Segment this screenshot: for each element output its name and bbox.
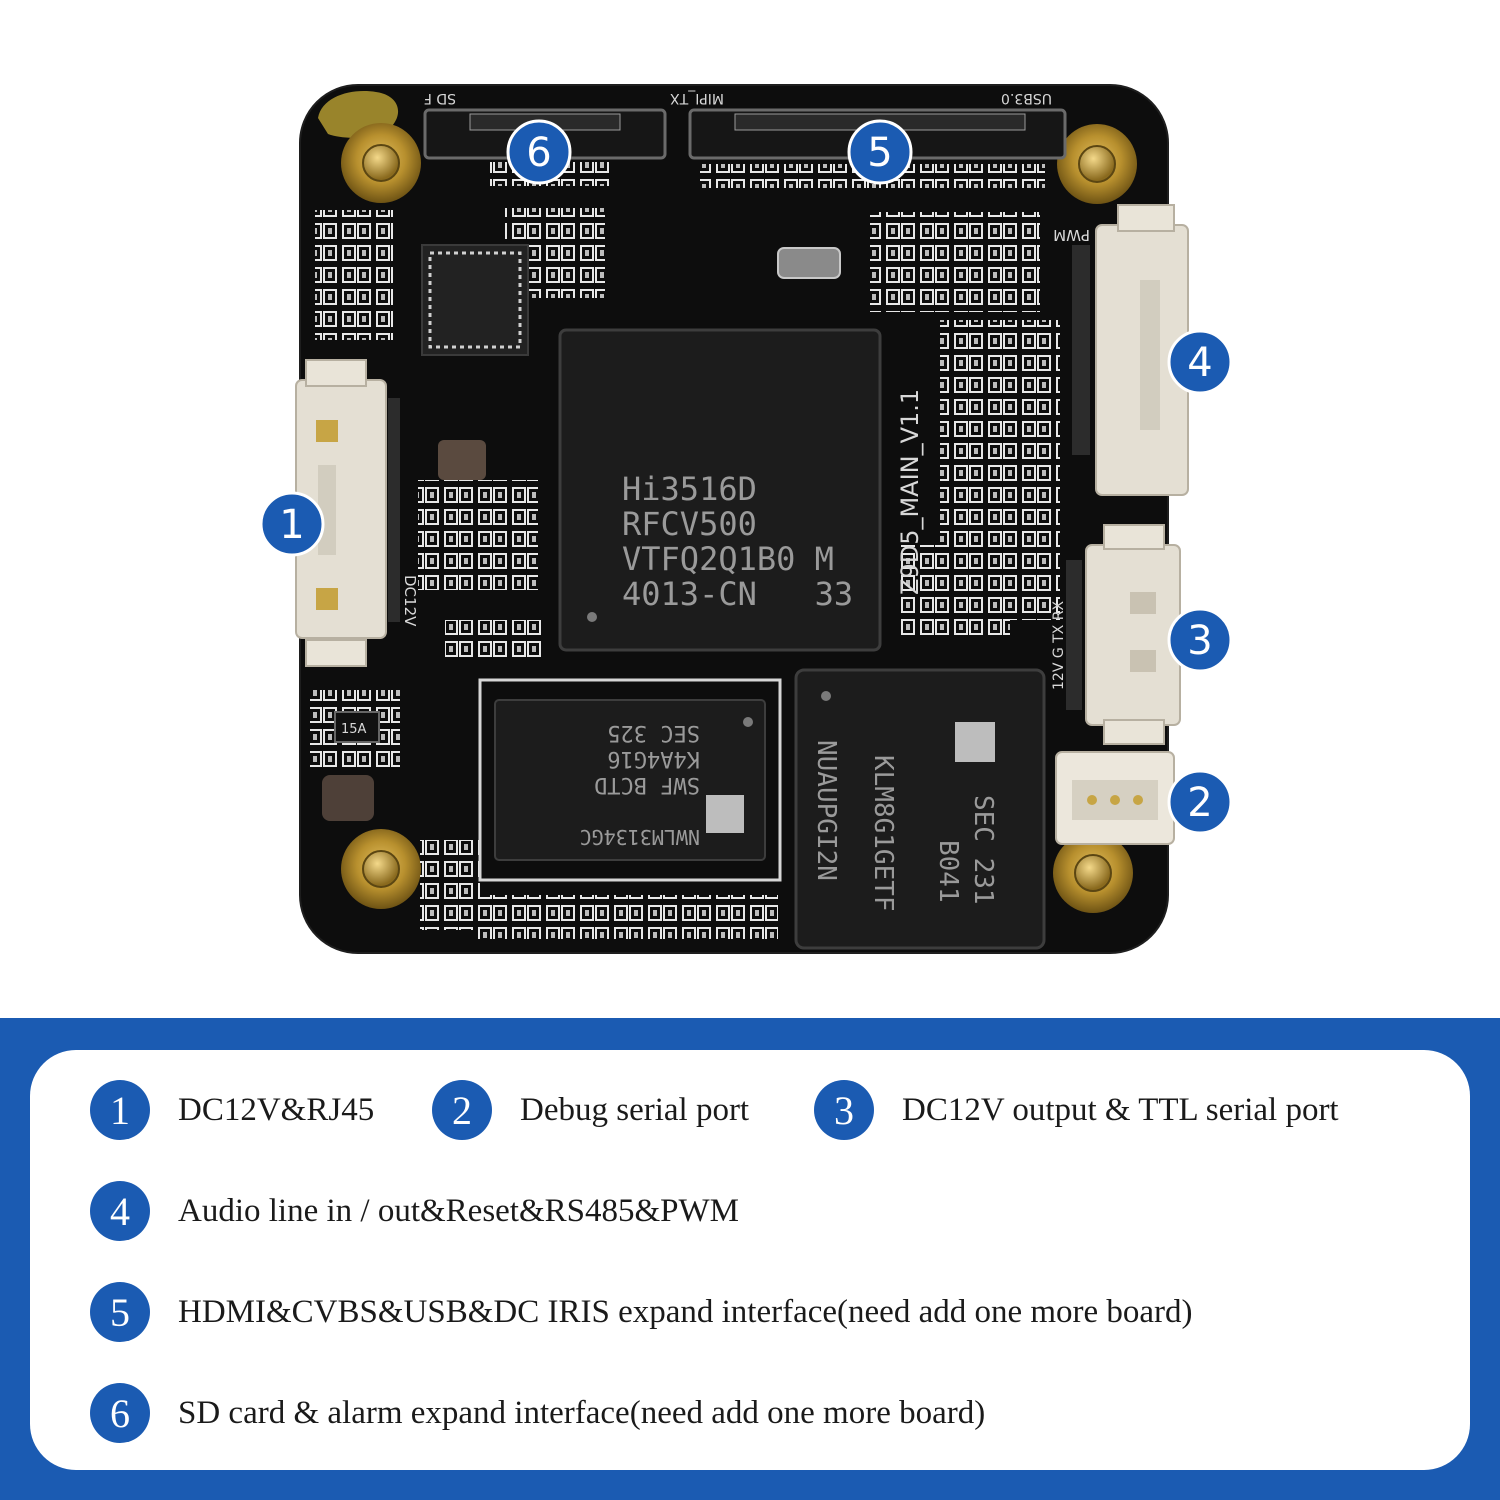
audio-rs485-pwm-connector: PWM (1053, 204, 1189, 496)
legend-item-6: 6 SD card & alarm expand interface(need … (90, 1383, 985, 1443)
debug-serial-connector (1055, 751, 1175, 845)
passive-field-center-right (900, 545, 1010, 635)
legend-badge-2: 2 (432, 1080, 492, 1140)
mounting-hole-top-right (1057, 124, 1137, 204)
legend-badge-1: 1 (90, 1080, 150, 1140)
silk-pwm-label: PWM (1053, 226, 1090, 244)
callout-badge-3: 3 (1167, 607, 1233, 673)
callout-badge-6: 6 (506, 119, 572, 185)
emmc-line-2: B041 (933, 840, 963, 903)
soc-line-2: RFCV500 (622, 505, 757, 543)
soc-line-1: Hi3516D (622, 470, 757, 508)
callout-badge-1: 1 (259, 491, 325, 557)
soc-line-3: VTFQ2Q1B0 M (622, 540, 834, 578)
dram-line-4: SEC 325 (607, 720, 700, 745)
passive-field-left-low (445, 620, 545, 660)
legend-item-3: 3 DC12V output & TTL serial port (814, 1080, 1339, 1140)
mounting-hole-bottom-right (1053, 833, 1133, 913)
legend-text-2: Debug serial port (520, 1091, 750, 1128)
legend-text-4: Audio line in / out&Reset&RS485&PWM (178, 1192, 740, 1229)
soc-chip: Hi3516D RFCV500 VTFQ2Q1B0 M 4013-CN 33 (558, 328, 882, 652)
dc12v-rj45-connector: DC12V (295, 359, 419, 667)
silk-dc12v-label: DC12V (401, 575, 419, 627)
dram-line-2: SWF BCTD (594, 772, 700, 797)
passive-field-bottom (478, 895, 778, 939)
legend-badge-4: 4 (90, 1181, 150, 1241)
mounting-hole-top-left (341, 123, 421, 203)
legend-item-4: 4 Audio line in / out&Reset&RS485&PWM (90, 1181, 739, 1241)
emmc-line-4: NUAUPGI2N (811, 740, 841, 881)
callout-1-number: 1 (279, 502, 304, 548)
legend-item-5: 5 HDMI&CVBS&USB&DC IRIS expand interface… (90, 1282, 1193, 1342)
callout-4-number: 4 (1187, 340, 1212, 386)
inductor-left (438, 440, 486, 480)
soc-line-4: 4013-CN 33 (622, 575, 853, 613)
passive-field-bottom-left (420, 840, 480, 930)
legend-badge-3: 3 (814, 1080, 874, 1140)
legend-text-1: DC12V&RJ45 (178, 1091, 375, 1128)
legend-text-5: HDMI&CVBS&USB&DC IRIS expand interface(n… (178, 1293, 1193, 1330)
passive-field-top-right (870, 212, 1040, 312)
silk-usb-label: USB3.0 (1001, 90, 1052, 106)
legend-panel: 1 DC12V&RJ45 2 Debug serial port 3 DC12V… (30, 1050, 1470, 1470)
callout-5-number: 5 (867, 130, 892, 176)
mounting-hole-bottom-left (341, 829, 421, 909)
qfn-chip (421, 244, 529, 356)
passive-field-left-mid (418, 480, 538, 590)
legend-item-1: 1 DC12V&RJ45 (90, 1080, 374, 1140)
legend-text-3: DC12V output & TTL serial port (902, 1091, 1339, 1128)
inductor-bottom-left (322, 775, 374, 821)
dram-chip: NWLM3134GC SWF BCTD K4A4G16 SEC 325 (478, 678, 782, 882)
callout-badge-5: 5 (847, 119, 913, 185)
silk-sd-label: SD F (424, 90, 456, 106)
legend-badge-5: 5 (90, 1282, 150, 1342)
callout-6-number: 6 (526, 130, 551, 176)
callout-badge-2: 2 (1167, 769, 1233, 835)
legend-item-2: 2 Debug serial port (432, 1080, 749, 1140)
passive-field-top-left (315, 210, 393, 340)
board-revision-label: Z9D5_MAIN_V1.1 (896, 389, 924, 595)
silk-mipi-label: MIPI_TX (670, 90, 724, 106)
dc12v-ttl-connector: 12V G TX RX (1051, 524, 1181, 745)
crystal-oscillator (777, 247, 841, 279)
regulator-ic: 15A (334, 711, 380, 743)
regulator-label: 15A (341, 722, 367, 737)
callout-3-number: 3 (1187, 618, 1212, 664)
legend-text-6: SD card & alarm expand interface(need ad… (178, 1394, 986, 1431)
callout-2-number: 2 (1187, 780, 1212, 826)
emmc-line-3: KLM8G1GETF (868, 755, 898, 912)
legend-badge-6: 6 (90, 1383, 150, 1443)
emmc-chip: SEC 231 B041 KLM8G1GETF NUAUPGI2N (794, 668, 1046, 950)
dram-line-1: NWLM3134GC (580, 825, 700, 849)
silk-uart-label: 12V G TX RX (1051, 601, 1067, 690)
callout-badge-4: 4 (1167, 329, 1233, 395)
dram-line-3: K4A4G16 (607, 746, 700, 771)
pcb-board-illustration: SD F MIPI_TX USB3.0 Hi3516D RFCV500 VTFQ… (259, 84, 1233, 954)
emmc-line-1: SEC 231 (968, 795, 998, 905)
